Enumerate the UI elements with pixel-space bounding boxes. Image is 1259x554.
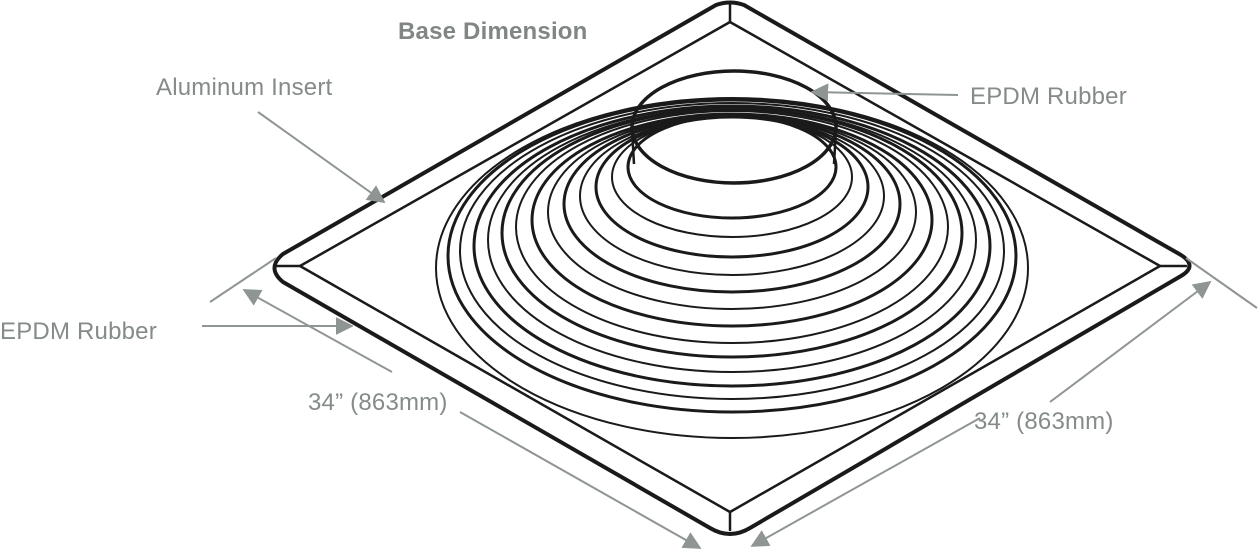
dimension-left-arrow-upper [242, 289, 393, 373]
cone-ring [515, 110, 949, 344]
cone-ring [562, 114, 902, 294]
cone-ring [500, 107, 964, 359]
dimension-right-arrow-upper [1049, 280, 1212, 403]
base-plate [272, 0, 1192, 536]
dimension-left-arrow-lower [459, 411, 702, 549]
epdm-rubber-top-label: EPDM Rubber [970, 83, 1127, 110]
cone-ring [579, 116, 885, 276]
base-outer-edge [272, 0, 1192, 536]
dimension-right-label: 34” (863mm) [974, 408, 1114, 435]
dimension-right-arrow-lower [750, 417, 981, 547]
dimension-extension-left [209, 257, 277, 303]
epdm-cone [435, 69, 1029, 439]
cone-ring [472, 104, 992, 388]
leader-lines [202, 83, 1258, 549]
epdm-rubber-top-leader [810, 83, 959, 102]
cone-ring [487, 107, 977, 373]
cone-ring [435, 97, 1029, 439]
cone-ring [530, 112, 934, 328]
cone-ring [626, 114, 838, 220]
boot-top-opening [630, 69, 838, 185]
cone-ring [459, 102, 1005, 400]
diagram-title: Base Dimension [398, 18, 588, 45]
cone-ring [446, 98, 1018, 414]
dimension-left-label: 34” (863mm) [308, 389, 448, 416]
aluminum-insert-leader [257, 111, 386, 204]
boot-side [630, 129, 838, 165]
dimension-extension-right [1185, 257, 1258, 309]
aluminum-insert-label: Aluminum Insert [156, 74, 333, 101]
epdm-rubber-left-label: EPDM Rubber [0, 318, 157, 345]
